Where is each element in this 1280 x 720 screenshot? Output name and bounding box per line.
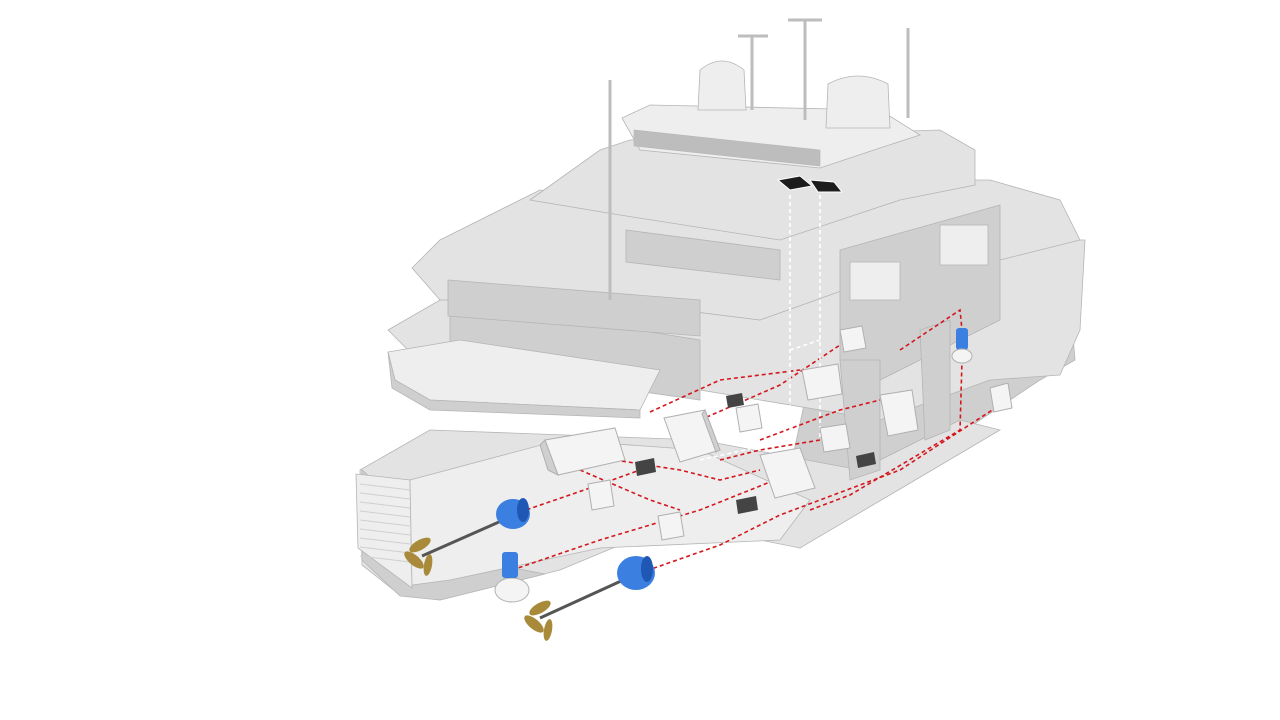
power-cable xyxy=(699,439,791,461)
stern-rib xyxy=(359,519,411,527)
switchboard-icon xyxy=(539,427,626,477)
generator-icon xyxy=(587,479,615,511)
aft-cabin-windows xyxy=(849,224,989,301)
superstructure xyxy=(387,60,1086,481)
masts xyxy=(608,18,910,300)
power-cable xyxy=(614,459,761,481)
thruster-icon xyxy=(494,552,530,603)
electric-motor-icon xyxy=(617,556,655,590)
stern-rib xyxy=(359,537,411,545)
stern-rib xyxy=(359,528,411,536)
power-cable xyxy=(789,339,821,351)
promenade-rail xyxy=(387,351,641,419)
thruster-icon xyxy=(951,328,973,364)
stern-rib xyxy=(359,501,411,509)
solar-panel-icon xyxy=(776,175,844,193)
electric-motor-icon xyxy=(496,498,530,529)
power-cable xyxy=(639,404,1001,574)
generator-icon xyxy=(735,403,763,433)
power-cables xyxy=(511,195,1001,574)
stern-rib xyxy=(359,510,411,518)
converter-cabinet-icon xyxy=(879,389,919,437)
propeller-icon xyxy=(404,537,433,576)
second-deck-window-band xyxy=(447,279,701,337)
converter-cabinet-icon xyxy=(759,447,816,499)
power-cable xyxy=(809,359,963,511)
third-deck-block xyxy=(528,129,976,241)
radar-dome-left xyxy=(697,60,747,111)
generator-icon xyxy=(819,423,851,453)
propeller-shaft xyxy=(539,574,633,620)
radar-dome-right xyxy=(825,75,891,129)
propeller-icon xyxy=(524,600,553,641)
stern-rib xyxy=(359,492,411,500)
wheelhouse-window-band xyxy=(633,129,821,167)
generator-icon xyxy=(657,511,685,541)
stern-transom xyxy=(355,473,413,589)
stern-ribs xyxy=(359,483,411,563)
stern-rib xyxy=(359,546,411,554)
stern-rib xyxy=(359,483,411,491)
stern-rib xyxy=(359,555,411,563)
generator-icon xyxy=(989,382,1013,413)
third-deck-window-band xyxy=(625,229,781,281)
power-cable xyxy=(899,308,963,351)
battery-rack-icon xyxy=(635,393,876,514)
generator-icon xyxy=(839,325,867,353)
converter-cabinet-icon xyxy=(663,408,721,463)
propeller-shaft xyxy=(421,516,509,558)
power-cable xyxy=(759,399,881,441)
converter-cabinet-icon xyxy=(801,363,843,401)
support-pillar-2 xyxy=(919,319,951,441)
